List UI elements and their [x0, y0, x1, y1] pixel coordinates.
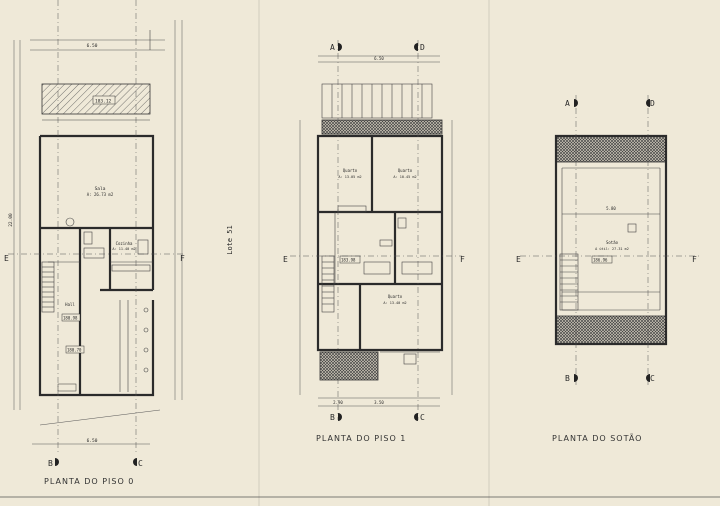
room-q3: Quarto — [388, 294, 403, 299]
room-hall: Hall — [65, 302, 75, 307]
walls — [38, 134, 155, 397]
mark-e: E — [4, 254, 9, 263]
stairs — [41, 261, 55, 313]
svg-text:E: E — [283, 255, 288, 264]
walls-p1 — [316, 134, 444, 352]
plan-piso-1: 183.98 Quarto A: 13.05 m2 Quarto A: 10.4… — [283, 40, 465, 443]
room-sotao: Sotão — [606, 240, 619, 245]
svg-text:3.50: 3.50 — [374, 400, 384, 405]
plan-sotao: 186.96 Sotão A útil: 27.31 m2 5.80 A D B… — [516, 95, 700, 443]
svg-text:D: D — [650, 99, 655, 108]
level-entry: 180.70 — [67, 348, 82, 353]
mark-a: A — [330, 43, 335, 52]
svg-text:E: E — [516, 255, 521, 264]
level-floor: 180.98 — [63, 316, 78, 321]
svg-text:B: B — [565, 374, 570, 383]
mark-c: C — [138, 459, 143, 468]
svg-text:C: C — [650, 374, 655, 383]
dim-width: 6.50 — [87, 438, 98, 444]
room-cozinha-area: A: 11.40 m2 — [112, 247, 135, 251]
wc — [83, 231, 93, 245]
title-sotao: PLANTA DO SOTÃO — [552, 433, 642, 443]
lot-label: Lote 51 — [226, 225, 234, 255]
roof-front — [555, 135, 667, 163]
mark-f: F — [180, 254, 185, 263]
svg-text:A: A — [565, 99, 570, 108]
room-sala-area: A: 26.73 m2 — [87, 192, 114, 197]
title-piso-0: PLANTA DO PISO 0 — [44, 477, 134, 486]
bathtub — [401, 261, 433, 275]
svg-text:F: F — [460, 255, 465, 264]
walls-sotao — [554, 134, 668, 346]
dim-depth: 22.00 — [8, 213, 14, 227]
svg-text:F: F — [692, 255, 697, 264]
svg-text:A: 10.45 m2: A: 10.45 m2 — [393, 175, 416, 179]
mark-d: D — [420, 43, 425, 52]
level-p1: 183.98 — [341, 258, 356, 263]
plan-piso-0: 183.12 — [4, 0, 234, 486]
paper-fold — [488, 0, 490, 506]
roof-rear — [555, 315, 667, 345]
mark-b: B — [48, 459, 53, 468]
room-sotao-area: A útil: 27.31 m2 — [595, 247, 629, 251]
room-q1: Quarto — [343, 168, 358, 173]
roof-strip — [321, 119, 443, 135]
paper-fold — [258, 0, 260, 506]
level-terrace: 183.12 — [95, 99, 112, 105]
svg-text:C: C — [420, 413, 425, 422]
level-sotao: 186.96 — [593, 258, 608, 263]
room-sala: Sala — [95, 186, 106, 192]
room-cozinha: Cozinha — [116, 241, 133, 246]
rear-terrace — [319, 351, 379, 381]
dim-s-width: 5.80 — [606, 206, 616, 211]
svg-text:A: 13.40 m2: A: 13.40 m2 — [383, 301, 406, 305]
svg-text:B: B — [330, 413, 335, 422]
dim-p1-width: 6.50 — [374, 56, 384, 61]
svg-text:2.90: 2.90 — [333, 400, 343, 405]
room-q2: Quarto — [398, 168, 413, 173]
bathtub — [363, 261, 391, 275]
title-piso-1: PLANTA DO PISO 1 — [316, 434, 406, 443]
svg-text:A: 13.05 m2: A: 13.05 m2 — [338, 175, 361, 179]
svg-text:6.50: 6.50 — [87, 43, 98, 49]
